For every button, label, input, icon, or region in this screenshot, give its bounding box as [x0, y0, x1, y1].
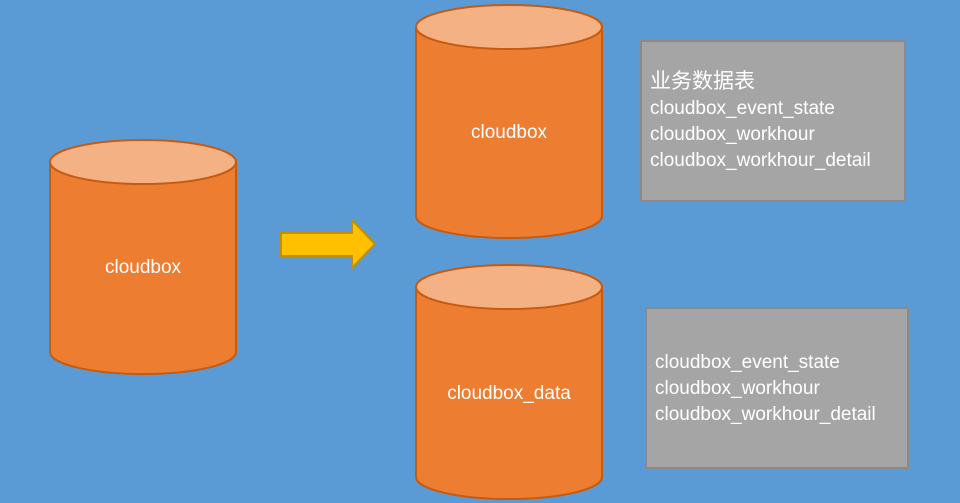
source-database-cylinder [49, 139, 237, 375]
tables-box-1: 业务数据表 cloudbox_event_state cloudbox_work… [640, 40, 906, 202]
tables-box-2: cloudbox_event_state cloudbox_workhour c… [645, 307, 909, 469]
tables-box-1-item: cloudbox_event_state [650, 98, 835, 119]
target-database-1-label: cloudbox [470, 122, 548, 143]
target-database-cylinder-2 [415, 264, 603, 500]
target-database-2-label: cloudbox_data [447, 383, 571, 404]
tables-box-2-item: cloudbox_workhour_detail [655, 404, 876, 425]
tables-box-2-item: cloudbox_workhour [655, 378, 820, 399]
tables-box-1-item: cloudbox_workhour [650, 124, 815, 145]
migration-arrow [280, 217, 377, 271]
tables-box-1-item: cloudbox_workhour_detail [650, 150, 871, 171]
tables-box-2-item: cloudbox_event_state [655, 352, 840, 373]
tables-box-1-title: 业务数据表 [650, 70, 755, 93]
target-database-cylinder-1 [415, 4, 603, 239]
source-database-label: cloudbox [104, 257, 182, 278]
